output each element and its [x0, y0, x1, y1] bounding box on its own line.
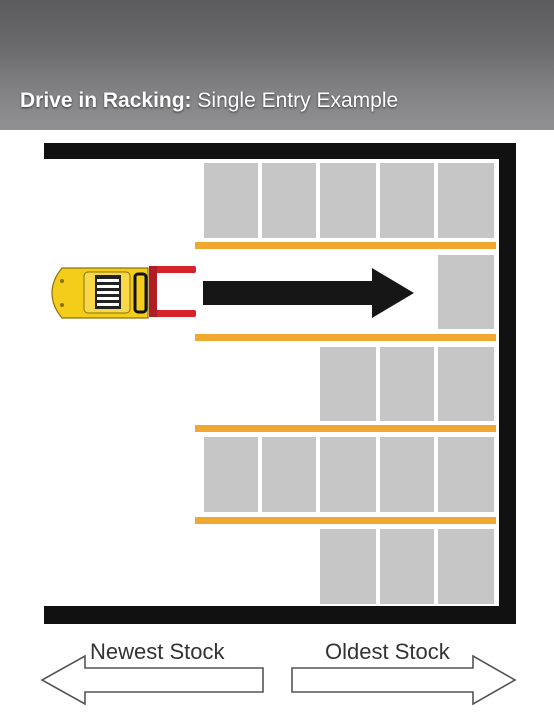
pallet: [438, 255, 494, 329]
page-title: Drive in Racking: Single Entry Example: [20, 89, 398, 113]
fork: [150, 310, 196, 317]
rack-row-3: [320, 347, 494, 421]
forklift-icon: [51, 266, 196, 319]
rack-row-1: [204, 163, 494, 238]
pallet: [204, 163, 258, 238]
title-rest: Single Entry Example: [191, 89, 399, 112]
rail: [195, 517, 496, 524]
wall-top: [44, 143, 516, 159]
pallet: [320, 347, 376, 421]
pallet: [380, 163, 434, 238]
pallet: [320, 163, 376, 238]
pallet: [438, 437, 494, 512]
pallet: [438, 163, 494, 238]
rack-row-4: [204, 437, 494, 512]
header-banner: Drive in Racking: Single Entry Example: [0, 0, 554, 130]
drive-direction-arrow: [203, 268, 414, 318]
rack-row-5: [320, 529, 494, 604]
oldest-stock-label: Oldest Stock: [325, 639, 450, 664]
pallet: [438, 529, 494, 604]
pallet: [380, 347, 434, 421]
pallet: [262, 437, 316, 512]
rail: [195, 425, 496, 432]
wall-right: [499, 143, 516, 624]
pallet: [320, 529, 376, 604]
title-bold: Drive in Racking:: [20, 89, 192, 112]
pallet: [204, 437, 258, 512]
rail: [195, 242, 496, 249]
rail: [195, 334, 496, 341]
pallet: [262, 163, 316, 238]
rack-row-2: [438, 255, 494, 329]
oldest-stock-arrow: [291, 654, 517, 706]
fork: [150, 266, 196, 273]
pallet: [320, 437, 376, 512]
newest-stock-arrow: [40, 654, 264, 706]
newest-stock-label: Newest Stock: [90, 639, 225, 664]
pallet: [438, 347, 494, 421]
pallet: [380, 437, 434, 512]
wall-bottom: [44, 606, 516, 624]
pallet: [380, 529, 434, 604]
